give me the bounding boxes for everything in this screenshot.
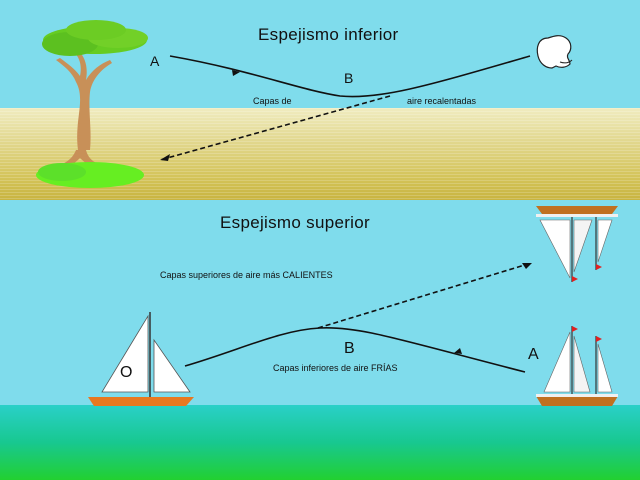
refracted-ray-bottom bbox=[184, 327, 526, 373]
caption-heated-right: aire recalentadas bbox=[407, 96, 477, 106]
apparent-ray-bottom bbox=[317, 263, 529, 329]
head-profile-icon bbox=[536, 35, 573, 69]
point-b-label-bottom: B bbox=[344, 340, 355, 357]
observer-label: O bbox=[120, 364, 133, 381]
caption-warm-upper: Capas superiores de aire más CALIENTES bbox=[160, 270, 333, 280]
refracted-ray-top bbox=[169, 55, 531, 98]
sea bbox=[0, 405, 640, 480]
top-title: Espejismo inferior bbox=[258, 25, 399, 44]
top-sky bbox=[0, 0, 640, 108]
caption-cold-lower: Capas inferiores de aire FRÍAS bbox=[273, 363, 398, 373]
point-a-label-top: A bbox=[150, 53, 160, 69]
bottom-title: Espejismo superior bbox=[220, 213, 370, 232]
point-b-label-top: B bbox=[344, 70, 354, 86]
ship-icon-inverted bbox=[536, 206, 618, 282]
sailboat-icon bbox=[88, 312, 194, 406]
ship-icon bbox=[536, 326, 618, 406]
tree-icon bbox=[36, 20, 148, 188]
point-a-label-bottom: A bbox=[528, 346, 539, 363]
caption-heated-left: Capas de bbox=[253, 96, 292, 106]
bottom-sky bbox=[0, 200, 640, 405]
ray-arrow-head bbox=[232, 70, 240, 76]
